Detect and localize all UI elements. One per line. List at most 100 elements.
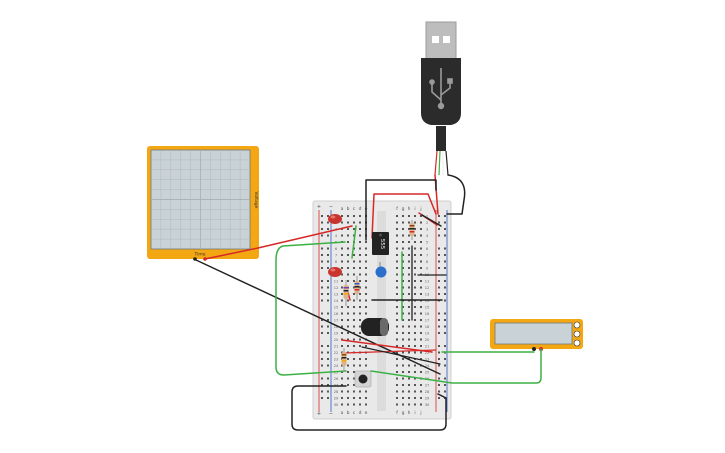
breadboard-hole[interactable] <box>420 319 422 321</box>
breadboard-hole[interactable] <box>408 338 410 341</box>
breadboard-hole[interactable] <box>347 319 349 321</box>
breadboard-hole[interactable] <box>365 403 367 406</box>
breadboard-hole[interactable] <box>414 384 416 386</box>
rail-hole[interactable] <box>438 280 440 282</box>
breadboard-hole[interactable] <box>359 280 361 282</box>
breadboard-hole[interactable] <box>408 286 410 289</box>
breadboard-hole[interactable] <box>414 280 416 282</box>
rail-hole[interactable] <box>321 260 323 263</box>
wire-bottom-loop[interactable] <box>291 385 447 431</box>
ceramic-capacitor[interactable] <box>375 262 387 278</box>
breadboard-hole[interactable] <box>414 338 416 341</box>
wire-red-lower[interactable] <box>341 339 433 353</box>
rail-hole[interactable] <box>321 377 323 380</box>
breadboard-hole[interactable] <box>402 364 404 367</box>
rail-hole[interactable] <box>327 234 329 237</box>
breadboard-hole[interactable] <box>402 371 404 373</box>
breadboard-hole[interactable] <box>365 358 367 360</box>
breadboard-hole[interactable] <box>402 351 404 354</box>
breadboard-hole[interactable] <box>341 319 343 321</box>
rail-hole[interactable] <box>444 254 446 256</box>
breadboard-hole[interactable] <box>347 234 349 237</box>
breadboard-hole[interactable] <box>420 247 422 250</box>
breadboard-hole[interactable] <box>396 325 398 328</box>
breadboard-hole[interactable] <box>408 377 410 380</box>
rail-hole[interactable] <box>444 345 446 347</box>
breadboard-hole[interactable] <box>408 267 410 269</box>
breadboard-hole[interactable] <box>353 299 355 302</box>
resistor-top-right[interactable] <box>409 220 415 240</box>
rail-hole[interactable] <box>327 397 329 399</box>
breadboard-hole[interactable] <box>402 377 404 380</box>
rail-hole[interactable] <box>444 293 446 295</box>
breadboard-hole[interactable] <box>396 312 398 315</box>
breadboard-hole[interactable] <box>365 390 367 393</box>
oscilloscope[interactable]: Voltage Time <box>147 146 259 261</box>
breadboard-hole[interactable] <box>420 228 422 230</box>
rail-hole[interactable] <box>444 332 446 334</box>
breadboard-hole[interactable] <box>408 280 410 282</box>
rail-hole[interactable] <box>321 286 323 289</box>
breadboard-hole[interactable] <box>414 332 416 334</box>
wire-scope-probe[interactable] <box>204 225 353 260</box>
breadboard-hole[interactable] <box>353 254 355 256</box>
breadboard-hole[interactable] <box>402 254 404 256</box>
breadboard-hole[interactable] <box>420 403 422 406</box>
wire-green-to-meter[interactable] <box>370 348 542 384</box>
breadboard-hole[interactable] <box>420 345 422 347</box>
breadboard-hole[interactable] <box>365 267 367 269</box>
breadboard-hole[interactable] <box>347 247 349 250</box>
breadboard-hole[interactable] <box>396 319 398 321</box>
breadboard-hole[interactable] <box>408 273 410 276</box>
breadboard-hole[interactable] <box>420 306 422 308</box>
rail-hole[interactable] <box>438 332 440 334</box>
rail-hole[interactable] <box>327 358 329 360</box>
breadboard-hole[interactable] <box>353 312 355 315</box>
rail-hole[interactable] <box>444 228 446 230</box>
breadboard-hole[interactable] <box>408 241 410 243</box>
wire-black-lower[interactable] <box>361 346 441 365</box>
rail-hole[interactable] <box>438 384 440 386</box>
rail-hole[interactable] <box>327 384 329 386</box>
rail-hole[interactable] <box>438 267 440 269</box>
rail-hole[interactable] <box>444 234 446 237</box>
breadboard-hole[interactable] <box>353 403 355 406</box>
breadboard-hole[interactable] <box>396 241 398 243</box>
breadboard-hole[interactable] <box>365 299 367 302</box>
breadboard-hole[interactable] <box>359 390 361 393</box>
breadboard-hole[interactable] <box>365 254 367 256</box>
multimeter[interactable] <box>490 319 583 351</box>
breadboard-hole[interactable] <box>341 397 343 399</box>
wire-black-short-top[interactable] <box>421 214 442 227</box>
breadboard-hole[interactable] <box>347 371 349 373</box>
breadboard-hole[interactable] <box>359 312 361 315</box>
breadboard-hole[interactable] <box>396 228 398 230</box>
breadboard-hole[interactable] <box>408 254 410 256</box>
breadboard-hole[interactable] <box>396 332 398 334</box>
breadboard-hole[interactable] <box>396 358 398 360</box>
breadboard-hole[interactable] <box>408 403 410 406</box>
breadboard-hole[interactable] <box>347 306 349 308</box>
breadboard-hole[interactable] <box>365 345 367 347</box>
rail-hole[interactable] <box>327 267 329 269</box>
rail-hole[interactable] <box>321 345 323 347</box>
breadboard-hole[interactable] <box>408 228 410 230</box>
breadboard-hole[interactable] <box>353 384 355 386</box>
rail-hole[interactable] <box>438 254 440 256</box>
breadboard-hole[interactable] <box>347 332 349 334</box>
rail-hole[interactable] <box>438 319 440 321</box>
rail-hole[interactable] <box>327 260 329 263</box>
breadboard-hole[interactable] <box>420 260 422 263</box>
resistor-left-2[interactable] <box>354 276 360 300</box>
rail-hole[interactable] <box>327 312 329 315</box>
breadboard-hole[interactable] <box>353 338 355 341</box>
breadboard-hole[interactable] <box>347 358 349 360</box>
breadboard-hole[interactable] <box>353 228 355 230</box>
breadboard-hole[interactable] <box>396 351 398 354</box>
breadboard-hole[interactable] <box>341 403 343 406</box>
rail-hole[interactable] <box>438 286 440 289</box>
rail-hole[interactable] <box>321 390 323 393</box>
breadboard-hole[interactable] <box>408 325 410 328</box>
breadboard-hole[interactable] <box>365 241 367 243</box>
